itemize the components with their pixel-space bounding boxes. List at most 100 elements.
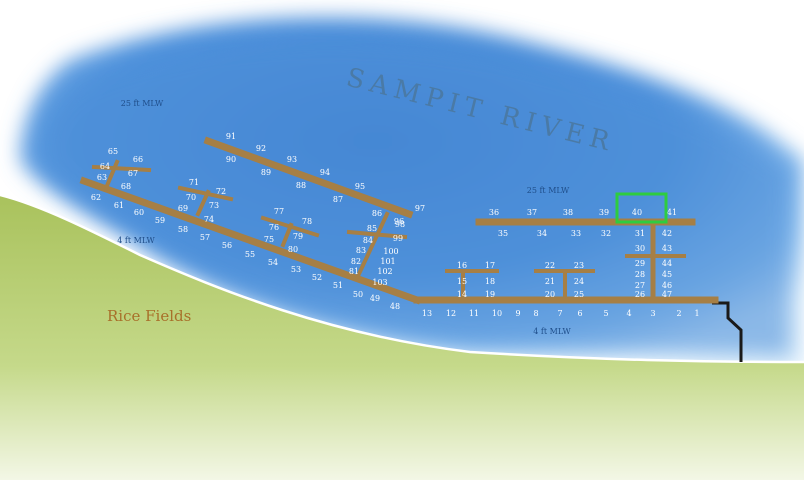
slip-number-62[interactable]: 62	[91, 193, 101, 202]
slip-number-59[interactable]: 59	[155, 216, 165, 225]
slip-number-89[interactable]: 89	[261, 168, 271, 177]
slip-number-47[interactable]: 47	[662, 290, 672, 299]
slip-number-49[interactable]: 49	[370, 294, 380, 303]
slip-number-88[interactable]: 88	[296, 181, 306, 190]
slip-number-67[interactable]: 67	[128, 169, 138, 178]
slip-number-23[interactable]: 23	[574, 261, 584, 270]
slip-number-22[interactable]: 22	[545, 261, 555, 270]
slip-number-34[interactable]: 34	[537, 229, 547, 238]
slip-number-60[interactable]: 60	[134, 208, 144, 217]
slip-number-20[interactable]: 20	[545, 290, 555, 299]
slip-number-18[interactable]: 18	[485, 277, 495, 286]
slip-number-61[interactable]: 61	[114, 201, 124, 210]
slip-number-33[interactable]: 33	[571, 229, 581, 238]
slip-number-43[interactable]: 43	[662, 244, 672, 253]
slip-number-41[interactable]: 41	[667, 208, 677, 217]
slip-number-101[interactable]: 101	[380, 257, 395, 266]
slip-number-57[interactable]: 57	[200, 233, 210, 242]
slip-number-27[interactable]: 27	[635, 281, 645, 290]
slip-number-66[interactable]: 66	[133, 155, 143, 164]
slip-number-65[interactable]: 65	[108, 147, 118, 156]
slip-number-42[interactable]: 42	[662, 229, 672, 238]
slip-number-90[interactable]: 90	[226, 155, 236, 164]
slip-number-85[interactable]: 85	[367, 224, 377, 233]
slip-number-78[interactable]: 78	[302, 217, 312, 226]
slip-number-55[interactable]: 55	[245, 250, 255, 259]
slip-number-6[interactable]: 6	[577, 309, 582, 318]
slip-number-71[interactable]: 71	[189, 178, 199, 187]
slip-number-50[interactable]: 50	[353, 290, 363, 299]
slip-number-95[interactable]: 95	[355, 182, 365, 191]
slip-number-30[interactable]: 30	[635, 244, 645, 253]
slip-number-3[interactable]: 3	[650, 309, 655, 318]
slip-number-37[interactable]: 37	[527, 208, 537, 217]
slip-number-102[interactable]: 102	[377, 267, 392, 276]
slip-number-91[interactable]: 91	[226, 132, 236, 141]
slip-number-92[interactable]: 92	[256, 144, 266, 153]
slip-number-93[interactable]: 93	[287, 155, 297, 164]
slip-number-56[interactable]: 56	[222, 241, 232, 250]
slip-number-94[interactable]: 94	[320, 168, 330, 177]
slip-number-29[interactable]: 29	[635, 259, 645, 268]
slip-number-83[interactable]: 83	[356, 246, 366, 255]
slip-number-76[interactable]: 76	[269, 223, 279, 232]
slip-number-13[interactable]: 13	[422, 309, 432, 318]
slip-number-98[interactable]: 98	[395, 220, 405, 229]
slip-number-96[interactable]: 96	[394, 217, 404, 226]
slip-number-26[interactable]: 26	[635, 290, 645, 299]
slip-number-24[interactable]: 24	[574, 277, 584, 286]
slip-number-4[interactable]: 4	[626, 309, 631, 318]
slip-number-63[interactable]: 63	[97, 173, 107, 182]
slip-number-39[interactable]: 39	[599, 208, 609, 217]
slip-number-69[interactable]: 69	[178, 204, 188, 213]
slip-number-51[interactable]: 51	[333, 281, 343, 290]
slip-number-17[interactable]: 17	[485, 261, 495, 270]
slip-number-77[interactable]: 77	[274, 207, 284, 216]
slip-number-80[interactable]: 80	[288, 245, 298, 254]
slip-number-53[interactable]: 53	[291, 265, 301, 274]
slip-number-97[interactable]: 97	[415, 204, 425, 213]
slip-number-70[interactable]: 70	[186, 193, 196, 202]
slip-number-48[interactable]: 48	[390, 302, 400, 311]
slip-number-1[interactable]: 1	[694, 309, 699, 318]
slip-number-10[interactable]: 10	[492, 309, 502, 318]
slip-number-35[interactable]: 35	[498, 229, 508, 238]
slip-number-7[interactable]: 7	[557, 309, 562, 318]
slip-number-2[interactable]: 2	[676, 309, 681, 318]
slip-number-54[interactable]: 54	[268, 258, 278, 267]
slip-number-100[interactable]: 100	[383, 247, 398, 256]
highlighted-slip-box[interactable]	[615, 192, 668, 224]
slip-number-38[interactable]: 38	[563, 208, 573, 217]
slip-number-79[interactable]: 79	[293, 232, 303, 241]
slip-number-64[interactable]: 64	[100, 162, 110, 171]
slip-number-84[interactable]: 84	[363, 236, 373, 245]
slip-number-72[interactable]: 72	[216, 187, 226, 196]
slip-number-82[interactable]: 82	[351, 257, 361, 266]
slip-number-8[interactable]: 8	[533, 309, 538, 318]
slip-number-9[interactable]: 9	[515, 309, 520, 318]
slip-number-99[interactable]: 99	[393, 234, 403, 243]
slip-number-68[interactable]: 68	[121, 182, 131, 191]
slip-number-103[interactable]: 103	[372, 278, 387, 287]
slip-number-45[interactable]: 45	[662, 270, 672, 279]
slip-number-40[interactable]: 40	[632, 208, 642, 217]
slip-number-46[interactable]: 46	[662, 281, 672, 290]
slip-number-36[interactable]: 36	[489, 208, 499, 217]
slip-number-14[interactable]: 14	[457, 290, 467, 299]
slip-number-25[interactable]: 25	[574, 290, 584, 299]
slip-number-12[interactable]: 12	[446, 309, 456, 318]
slip-number-74[interactable]: 74	[204, 215, 214, 224]
slip-number-32[interactable]: 32	[601, 229, 611, 238]
slip-number-28[interactable]: 28	[635, 270, 645, 279]
slip-number-86[interactable]: 86	[372, 209, 382, 218]
slip-number-11[interactable]: 11	[469, 309, 479, 318]
slip-number-75[interactable]: 75	[264, 235, 274, 244]
slip-number-21[interactable]: 21	[545, 277, 555, 286]
slip-number-31[interactable]: 31	[635, 229, 645, 238]
slip-number-19[interactable]: 19	[485, 290, 495, 299]
slip-number-73[interactable]: 73	[209, 201, 219, 210]
slip-number-16[interactable]: 16	[457, 261, 467, 270]
slip-number-5[interactable]: 5	[603, 309, 608, 318]
slip-number-44[interactable]: 44	[662, 259, 672, 268]
slip-number-15[interactable]: 15	[457, 277, 467, 286]
